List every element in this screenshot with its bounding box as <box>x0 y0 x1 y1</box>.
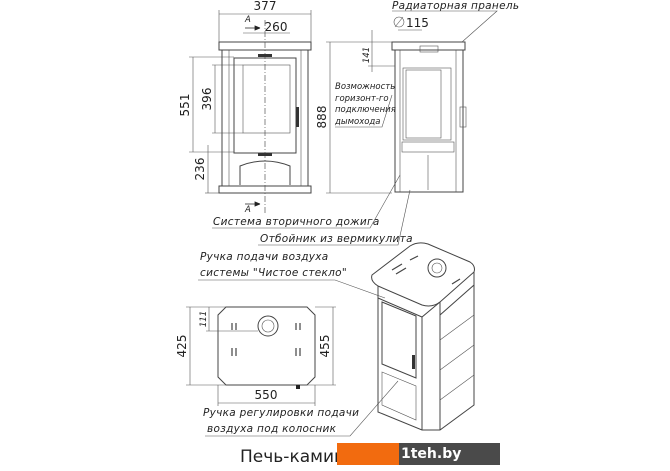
dim-550: 550 <box>255 388 278 402</box>
dim-551: 551 <box>178 94 192 117</box>
dim-425: 425 <box>175 335 189 358</box>
dim-396: 396 <box>200 88 214 111</box>
secondary-burn-label: Система вторичного дожига <box>213 216 380 228</box>
front-dimensions: 377 260 A A 551 396 236 888 <box>178 0 392 215</box>
clean-glass-label-2: системы "Чистое стекло" <box>200 267 347 279</box>
watermark-orange-block <box>337 443 399 465</box>
dim-888: 888 <box>315 106 329 129</box>
connection-label-3: подключения <box>335 105 396 115</box>
connection-label-1: Возможность <box>335 82 395 92</box>
side-dimensions: 115 141 Радиаторная пранель Возможность … <box>334 0 519 128</box>
dim-141: 141 <box>362 47 372 63</box>
section-a-top: A <box>244 15 251 25</box>
drawing-title: Печь-камин <box>240 447 345 467</box>
vermiculite-label: Отбойник из вермикулита <box>260 233 413 245</box>
radiator-panel-label: Радиаторная пранель <box>392 0 519 12</box>
component-labels: Система вторичного дожига Отбойник из ве… <box>198 174 413 437</box>
dim-455: 455 <box>318 335 332 358</box>
front-view <box>218 20 312 215</box>
watermark-logo: 1teh.by <box>399 443 500 465</box>
clean-glass-label-1: Ручка подачи воздуха <box>200 251 329 263</box>
isometric-view <box>371 242 475 431</box>
grate-air-label-2: воздуха под колосник <box>207 423 337 435</box>
section-a-bottom: A <box>244 205 251 215</box>
dim-111: 111 <box>199 311 209 327</box>
top-dimensions: 425 111 455 550 <box>175 306 336 406</box>
dim-236: 236 <box>193 158 207 181</box>
dim-115: 115 <box>406 16 429 30</box>
top-view <box>217 306 316 389</box>
connection-label-2: горизонт-го <box>335 94 389 104</box>
connection-label-4: дымохода <box>334 117 381 127</box>
dim-260: 260 <box>265 20 288 34</box>
dim-377: 377 <box>254 0 277 13</box>
side-view <box>391 41 467 193</box>
grate-air-label-1: Ручка регулировки подачи <box>203 407 359 419</box>
